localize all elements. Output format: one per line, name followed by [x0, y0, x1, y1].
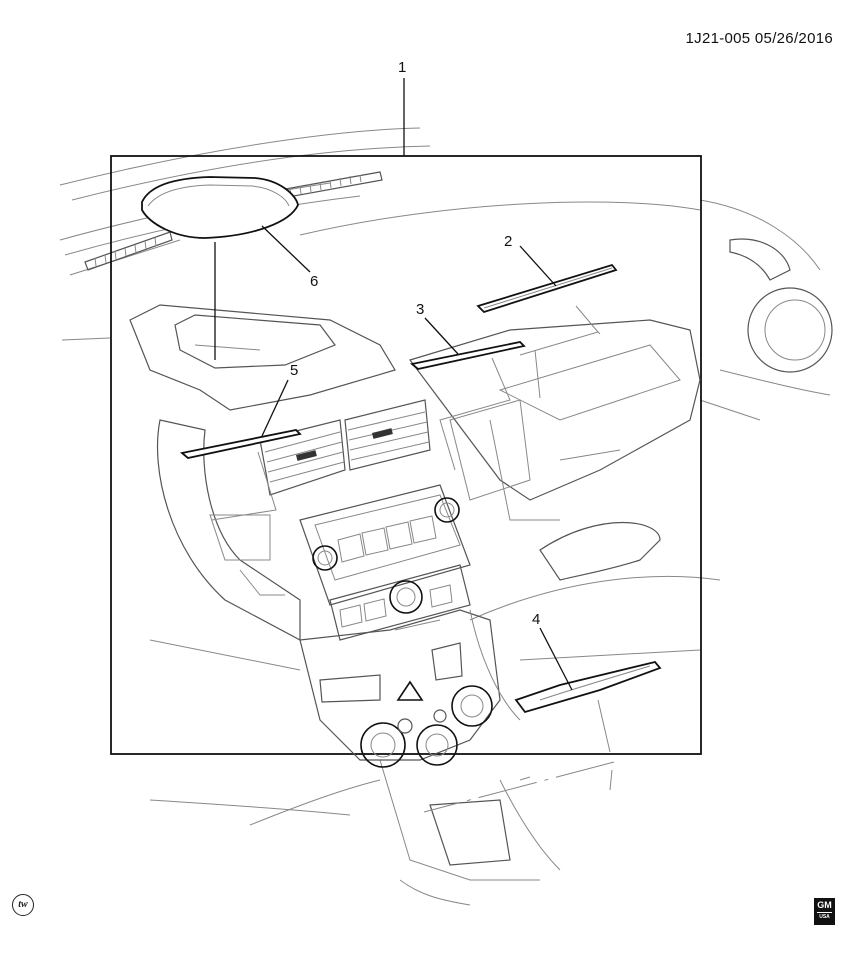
callout-3: 3: [416, 301, 424, 318]
assembly-frame: [110, 155, 702, 755]
gm-logo: GM USA: [814, 898, 835, 925]
callout-5: 5: [290, 362, 298, 379]
part-4-trim-plate: [514, 660, 662, 714]
dashboard-center-stack: [129, 304, 701, 768]
callout-4: 4: [532, 611, 540, 628]
part-5-trim-strip: [179, 429, 302, 459]
part-3-trim-strip: [409, 341, 526, 370]
gm-logo-usa: USA: [817, 912, 832, 921]
part-6-display-trim: [141, 176, 299, 239]
callout-1: 1: [398, 59, 406, 76]
tw-logo: tw: [12, 894, 34, 916]
leader-lines: [211, 78, 615, 813]
diagram-code: 1J21-005 05/26/2016: [685, 30, 833, 47]
callout-2: 2: [504, 233, 512, 250]
gm-logo-text: GM: [817, 900, 832, 910]
part-2-trim-strip: [476, 263, 618, 314]
callout-6: 6: [310, 273, 318, 290]
